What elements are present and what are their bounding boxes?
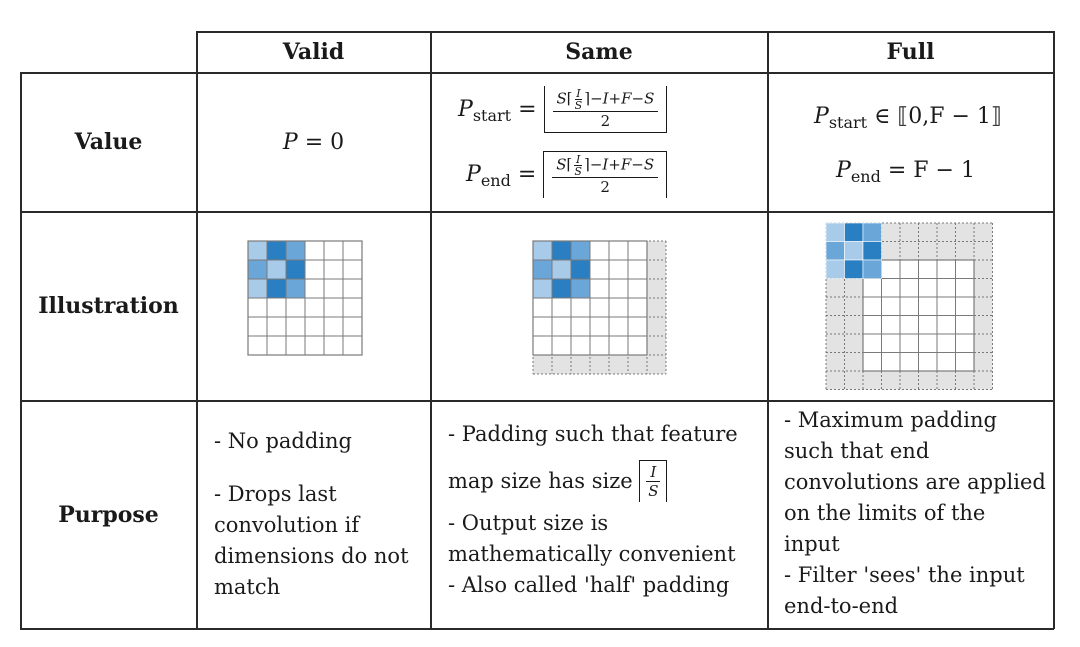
purpose-same: - Padding such that feature map size has… <box>448 419 763 601</box>
header-full: Full <box>886 39 935 65</box>
full-end-sub: end <box>850 166 881 186</box>
value-valid-rhs: = 0 <box>304 129 345 155</box>
full-start-rhs: ∈ ⟦0,F − 1⟧ <box>874 103 1002 129</box>
full-start-var: P <box>814 103 829 129</box>
valid-filter-cell <box>247 278 268 299</box>
table-row1-border <box>20 211 1054 213</box>
same-start-sub: start <box>472 105 512 125</box>
row-label-value: Value <box>74 129 143 155</box>
same-filter-cell <box>532 240 553 261</box>
purpose-same-line-1: - Padding such that feature <box>448 422 738 446</box>
purpose-full-line-1: - Maximum padding such that end convolut… <box>784 408 1046 556</box>
same-start-inner-num: I <box>574 86 583 100</box>
same-end-eq: = <box>517 161 537 187</box>
table-bottom-border <box>20 628 1054 630</box>
purpose-full-line-2: - Filter 'sees' the input end-to-end <box>784 563 1025 618</box>
purpose-same-line-2-text: map size has size <box>448 468 633 493</box>
full-filter-cell <box>825 241 845 261</box>
row-label-purpose: Purpose <box>58 501 159 528</box>
valid-border <box>247 240 363 356</box>
header-valid: Valid <box>282 39 345 65</box>
same-filter-cell <box>551 278 572 299</box>
same-start-denom: 2 <box>600 111 611 130</box>
full-border <box>862 259 975 372</box>
table-row2-border <box>20 400 1054 402</box>
valid-filter-cell <box>266 240 287 261</box>
purpose-valid: - No padding - Drops last convolution if… <box>214 426 424 603</box>
illustration-valid <box>247 240 363 356</box>
same-border <box>532 240 648 356</box>
same-end-numer-rest: −I+F−S <box>589 155 655 173</box>
header-same: Same <box>565 39 633 65</box>
same-end-sub: end <box>480 170 511 190</box>
same-filter-cell <box>532 278 553 299</box>
same-start-numer-s: S <box>556 89 567 107</box>
valid-filter-cell <box>285 240 306 261</box>
illustration-full <box>825 222 993 390</box>
same-end-numer-s: S <box>556 155 567 173</box>
table-right-border <box>1053 31 1055 629</box>
table-col3-border <box>767 31 769 629</box>
valid-filter-cell <box>266 278 287 299</box>
purpose-same-line-3: - Output size is mathematically convenie… <box>448 511 736 566</box>
full-filter-cell <box>862 241 882 261</box>
row-label-illustration: Illustration <box>38 293 179 319</box>
same-end-denom: 2 <box>600 177 610 196</box>
full-start-sub: start <box>828 112 868 132</box>
valid-filter-cell <box>247 259 268 280</box>
full-filter-cell <box>825 259 845 279</box>
full-filter-cell <box>862 222 882 242</box>
valid-filter-cell <box>247 240 268 261</box>
purpose-valid-line-1: - No padding <box>214 429 352 453</box>
same-start-eq: = <box>518 96 537 122</box>
purpose-same-line-4: - Also called 'half' padding <box>448 573 730 597</box>
same-filter-cell <box>570 259 591 280</box>
same-end-inner-num: I <box>574 152 582 166</box>
full-filter-cell <box>844 222 864 242</box>
valid-filter-cell <box>285 278 306 299</box>
table-left-border <box>20 72 22 629</box>
purpose-same-frac-den: S <box>648 482 659 500</box>
purpose-same-frac-num: I <box>646 463 661 482</box>
full-filter-cell <box>862 259 882 279</box>
same-filter-cell <box>532 259 553 280</box>
valid-filter-cell <box>285 259 306 280</box>
valid-filter-cell <box>266 259 287 280</box>
same-end-inner-den: S <box>574 164 582 178</box>
same-filter-cell <box>570 240 591 261</box>
illustration-same <box>532 240 667 375</box>
value-valid-formula: P = 0 <box>197 73 430 211</box>
full-filter-cell <box>825 222 845 242</box>
same-start-var: P <box>458 96 473 122</box>
same-start-numer-rest: −I+F−S <box>590 89 655 107</box>
value-valid-lhs: P <box>282 129 298 155</box>
same-start-inner-den: S <box>574 98 583 112</box>
same-filter-cell <box>551 240 572 261</box>
full-end-var: P <box>836 157 851 183</box>
table-top-border <box>196 31 1054 33</box>
same-end-var: P <box>466 161 481 187</box>
full-filter-cell <box>844 259 864 279</box>
full-end-rhs: = F − 1 <box>887 157 975 183</box>
purpose-full: - Maximum padding such that end convolut… <box>784 405 1046 622</box>
same-filter-cell <box>570 278 591 299</box>
same-filter-cell <box>551 259 572 280</box>
table-col1-border <box>196 31 198 629</box>
table-header-border <box>20 72 1054 74</box>
purpose-valid-line-2: - Drops last convolution if dimensions d… <box>214 482 409 599</box>
full-filter-cell <box>844 241 864 261</box>
table-col2-border <box>430 31 432 629</box>
